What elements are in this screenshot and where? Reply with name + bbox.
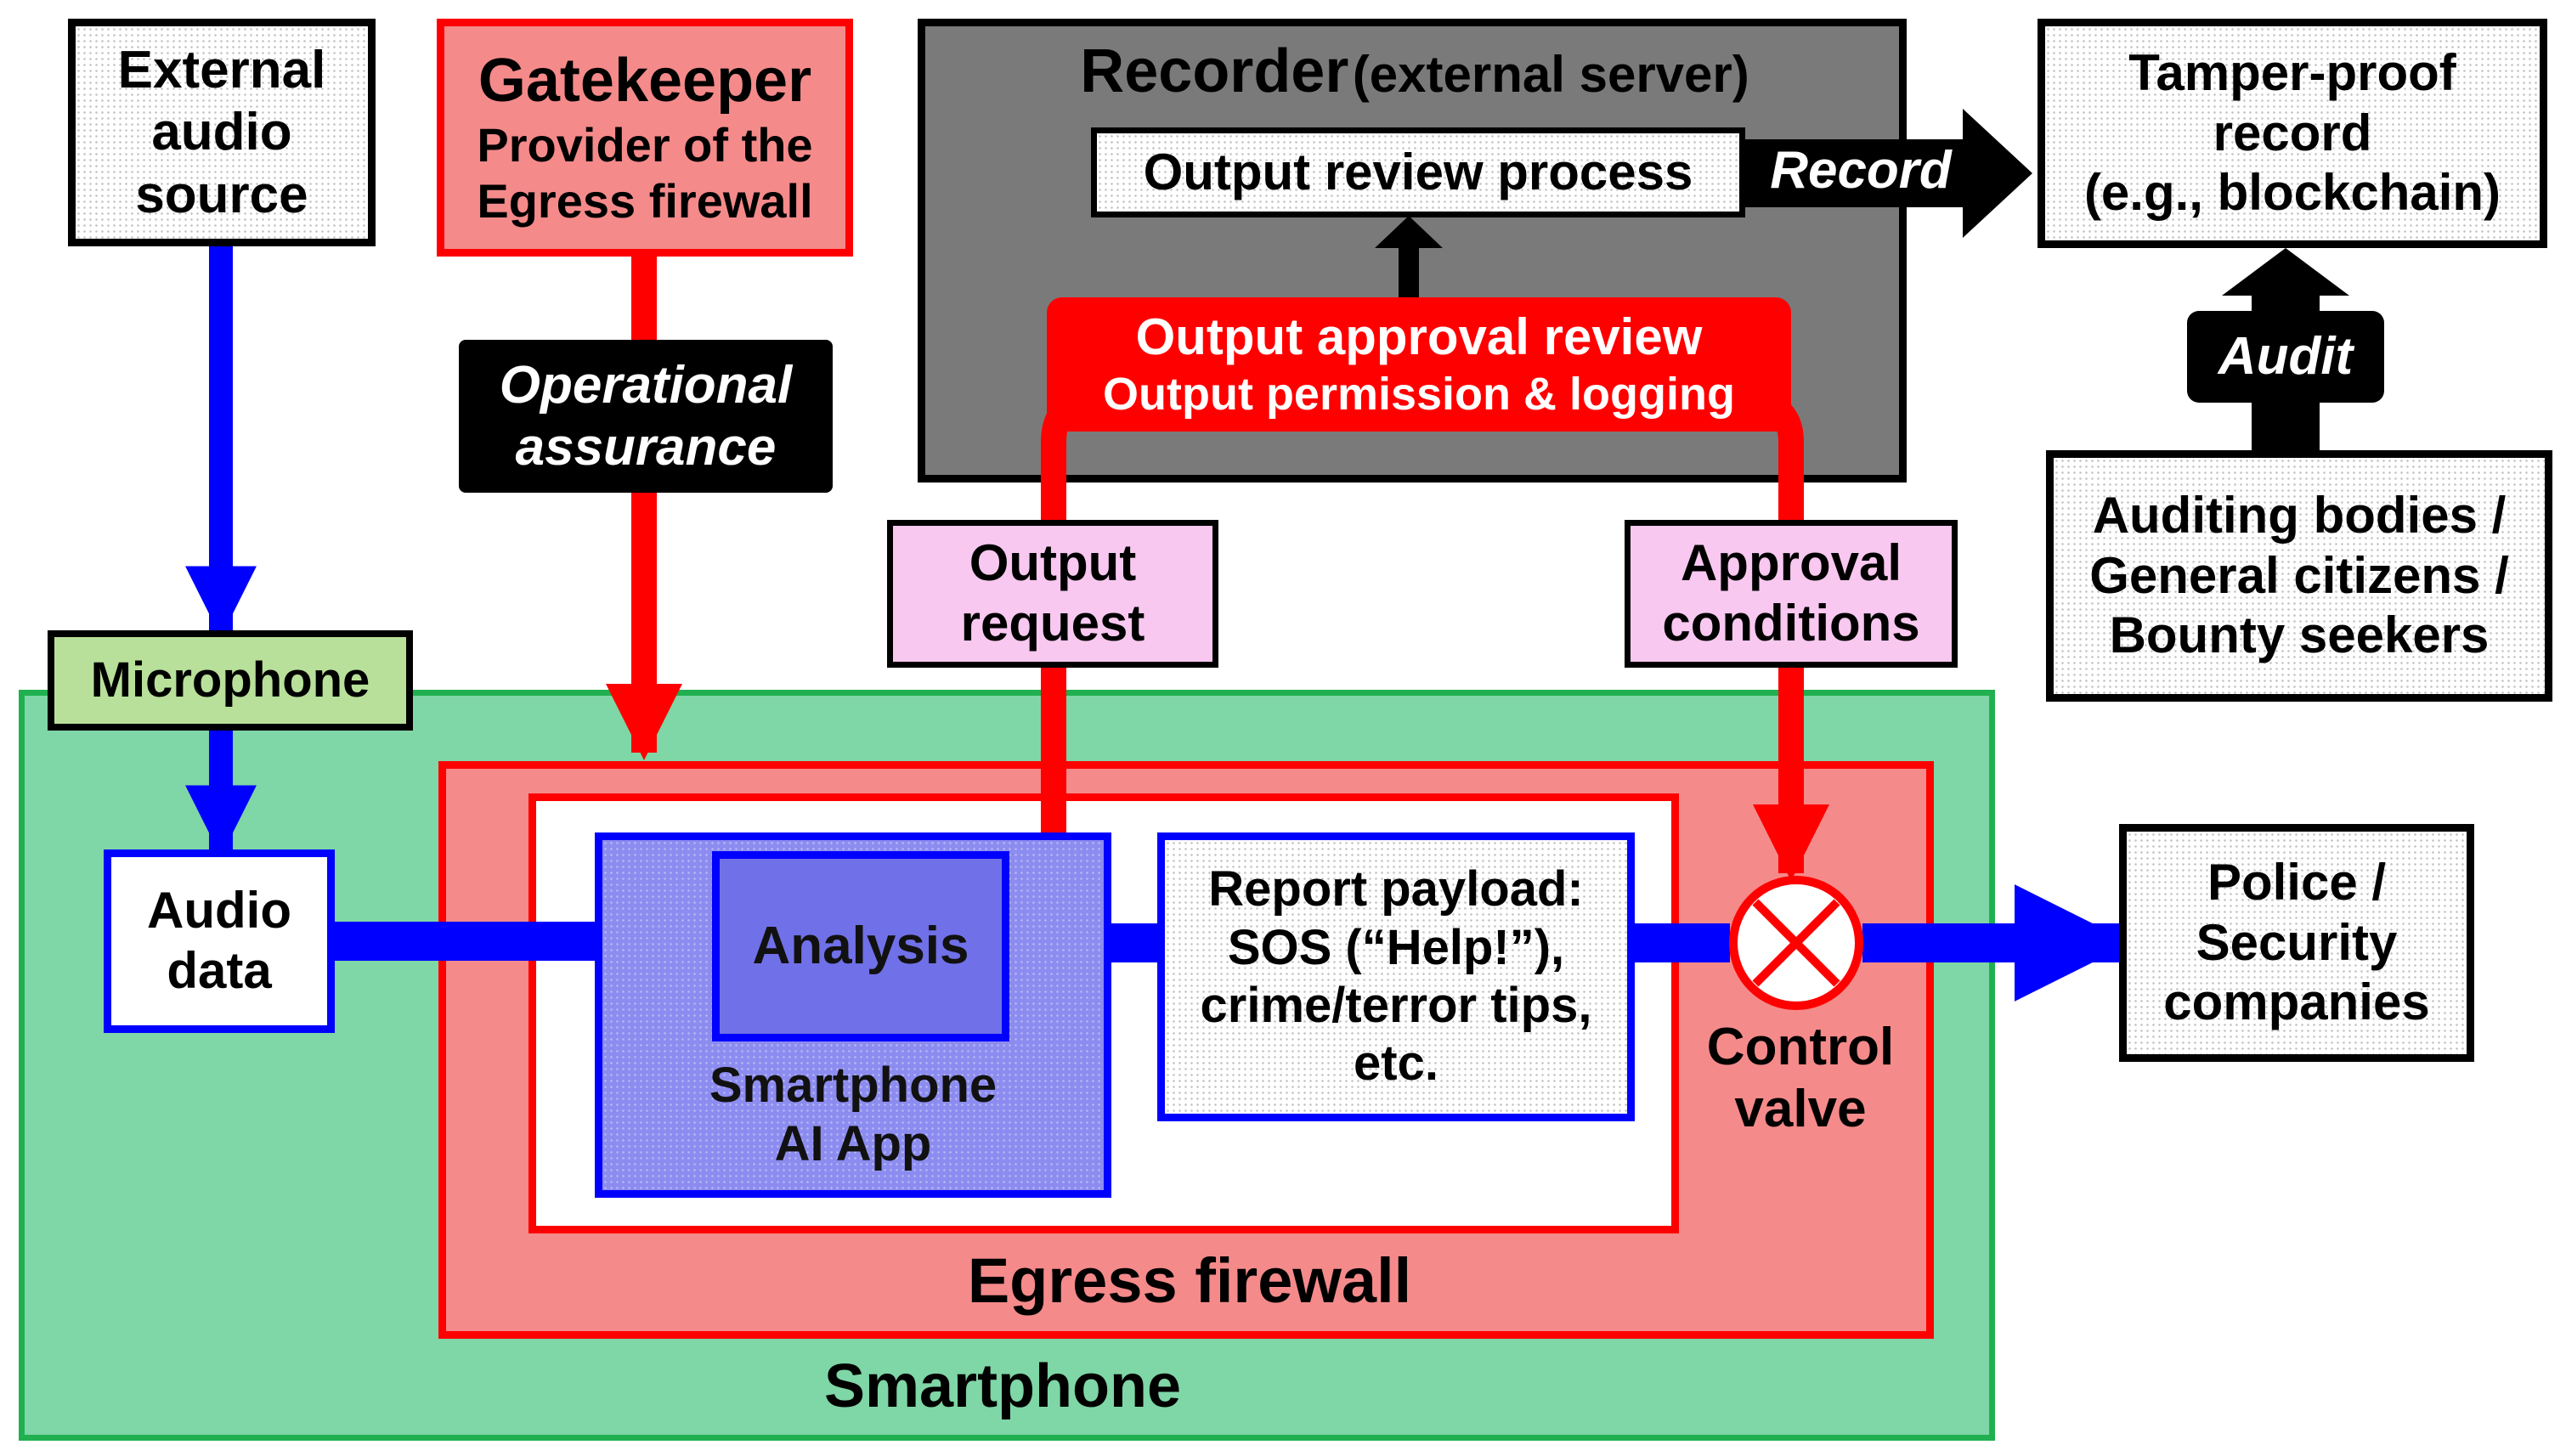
smartphone-ai-app-box: Smartphone AI App bbox=[595, 832, 1111, 1198]
analysis-box: Analysis bbox=[712, 851, 1009, 1041]
control-valve-cross-b bbox=[1752, 899, 1840, 987]
operational-assurance-box: Operational assurance bbox=[459, 340, 833, 493]
audio-data-line1: Audio bbox=[147, 882, 291, 940]
record-arrow bbox=[1742, 109, 2032, 238]
gatekeeper-box: Gatekeeper Provider of the Egress firewa… bbox=[437, 19, 853, 257]
operational-assurance-line1: Operational bbox=[499, 355, 793, 415]
recorder-title-sub: (external server) bbox=[1352, 46, 1749, 103]
microphone-box: Microphone bbox=[48, 630, 413, 731]
tamper-proof-line2: record bbox=[2213, 104, 2372, 161]
egress-firewall-label: Egress firewall bbox=[967, 1245, 1412, 1316]
output-review-process-label: Output review process bbox=[1143, 143, 1693, 200]
gatekeeper-line1: Provider of the bbox=[477, 118, 813, 172]
operational-assurance-line2: assurance bbox=[515, 418, 777, 477]
recorder-title: Recorder (external server) bbox=[969, 36, 1861, 108]
recorder-title-main: Recorder bbox=[1080, 37, 1349, 105]
approval-review-line1: Output approval review bbox=[1135, 308, 1703, 365]
gatekeeper-line2: Egress firewall bbox=[477, 174, 813, 229]
audit-label: Audit bbox=[2218, 327, 2354, 387]
control-valve-line2: valve bbox=[1734, 1080, 1867, 1139]
police-line2: Security bbox=[2196, 913, 2398, 971]
ai-app-line1: Smartphone bbox=[709, 1058, 998, 1114]
record-label: Record bbox=[1770, 141, 1952, 200]
auditing-bodies-line1: Auditing bodies / bbox=[2092, 486, 2507, 544]
control-valve-line1: Control bbox=[1706, 1018, 1895, 1076]
auditing-bodies-box: Auditing bodies / General citizens / Bou… bbox=[2046, 450, 2552, 702]
external-audio-source-box: External audio source bbox=[68, 19, 376, 246]
output-approval-review-box: Output approval review Output permission… bbox=[1047, 297, 1791, 432]
external-audio-line1: External bbox=[117, 41, 326, 100]
audio-data-box: Audio data bbox=[104, 849, 335, 1033]
output-review-process-box: Output review process bbox=[1091, 127, 1745, 217]
output-request-line2: request bbox=[960, 595, 1145, 652]
approval-review-line2: Output permission & logging bbox=[1103, 368, 1735, 420]
approval-conditions-line2: conditions bbox=[1662, 595, 1920, 652]
police-line1: Police / bbox=[2207, 853, 2387, 911]
tamper-proof-record-box: Tamper-proof record (e.g., blockchain) bbox=[2038, 19, 2547, 248]
tamper-proof-line3: (e.g., blockchain) bbox=[2083, 164, 2501, 222]
report-payload-line1: Report payload: bbox=[1208, 861, 1584, 917]
smartphone-label: Smartphone bbox=[823, 1352, 1182, 1420]
audit-label-box: Audit bbox=[2187, 311, 2384, 403]
auditing-bodies-line3: Bounty seekers bbox=[2109, 607, 2490, 664]
report-payload-line4: etc. bbox=[1354, 1036, 1438, 1092]
analysis-label: Analysis bbox=[752, 917, 969, 976]
report-payload-box: Report payload: SOS (“Help!”), crime/ter… bbox=[1157, 832, 1635, 1121]
approval-conditions-line1: Approval bbox=[1680, 534, 1902, 592]
external-audio-line2: audio bbox=[151, 103, 292, 162]
report-payload-line3: crime/terror tips, bbox=[1200, 978, 1592, 1033]
auditing-bodies-line2: General citizens / bbox=[2089, 546, 2509, 604]
gatekeeper-title: Gatekeeper bbox=[478, 47, 812, 116]
approval-conditions-box: Approval conditions bbox=[1625, 520, 1958, 668]
approval-to-review-process-arrowhead bbox=[1375, 216, 1443, 248]
external-audio-line3: source bbox=[135, 165, 308, 224]
tamper-proof-line1: Tamper-proof bbox=[2128, 43, 2456, 101]
ai-app-line2: AI App bbox=[774, 1115, 932, 1171]
report-payload-line2: SOS (“Help!”), bbox=[1227, 919, 1565, 975]
control-valve-label: Control valve bbox=[1677, 1016, 1924, 1140]
output-request-line1: Output bbox=[969, 534, 1137, 592]
police-line3: companies bbox=[2163, 973, 2430, 1031]
audio-data-line2: data bbox=[167, 942, 272, 999]
police-security-box: Police / Security companies bbox=[2119, 824, 2474, 1062]
microphone-label: Microphone bbox=[90, 652, 370, 708]
output-request-box: Output request bbox=[887, 520, 1218, 668]
